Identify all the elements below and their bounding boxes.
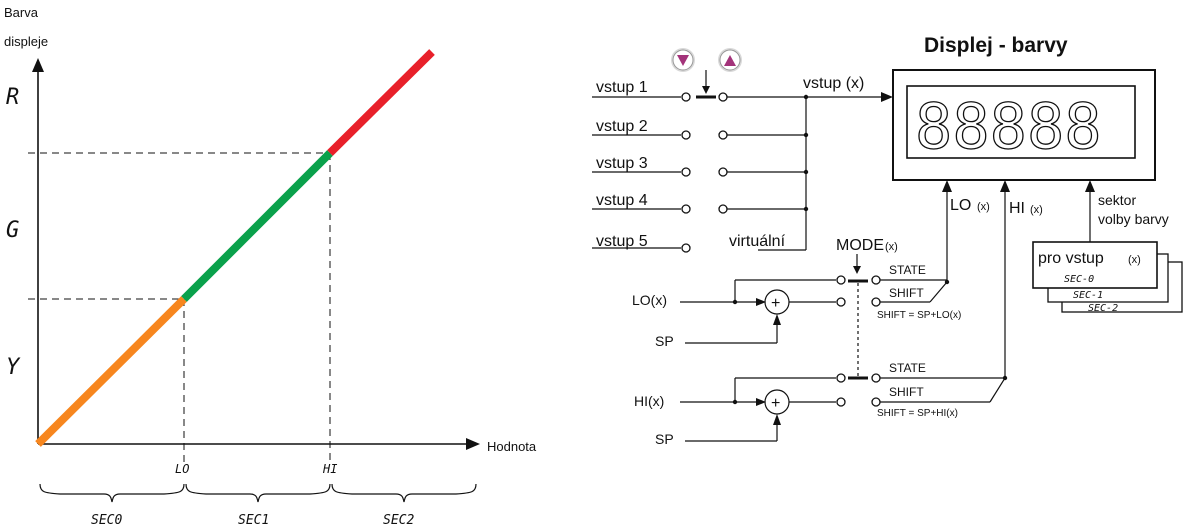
down-button[interactable] [671,48,695,72]
up-arrow-icon [724,55,736,66]
card-sec-0: SEC-0 [1064,274,1094,285]
card-title-sub: (x) [1128,254,1141,266]
display-window [906,85,1136,159]
sector-brace-1 [185,483,331,503]
selector-arrow-head [702,86,710,94]
hi-label: HI [1009,200,1025,217]
x-axis-label: Hodnota [487,439,537,454]
virtual-input-label: virtuální [729,233,786,250]
lo-shift-label: SHIFT [889,286,924,300]
level-y: Y [6,355,21,380]
display-color-diagram: Displej - barvy 88888 vstup 1 vstup 2 vs… [592,34,1183,447]
sector-label-line2: volby barvy [1098,211,1169,227]
hi-shift-eq: SHIFT = SP+HI(x) [877,408,958,419]
lo-sub: (x) [977,201,990,213]
lo-sp-label: SP [655,333,674,349]
lo-label: LO [950,197,971,214]
sector-brace-0 [39,483,185,503]
mode-label: MODE [836,237,884,254]
up-button[interactable] [718,48,742,72]
hi-shift-label: SHIFT [889,385,924,399]
input-5-label: vstup 5 [596,233,648,250]
sector-label-2: SEC2 [383,513,414,528]
x-mark-hi: HI [322,462,337,476]
lo-shift-eq: SHIFT = SP+LO(x) [877,310,961,321]
red-segment [327,49,435,156]
lo-input-label: LO(x) [632,292,667,308]
lo-state-label: STATE [889,263,926,277]
input-x-label: vstup (x) [803,75,864,92]
sector-label-1: SEC1 [238,513,269,528]
card-title: pro vstup [1038,250,1104,267]
diagram-title: Displej - barvy [924,34,1068,57]
sector-brace-2 [331,483,477,503]
input-4-label: vstup 4 [596,192,648,209]
hi-state-label: STATE [889,361,926,375]
input-1-label: vstup 1 [596,79,648,96]
hi-sp-label: SP [655,431,674,447]
level-g: G [6,218,19,243]
y-axis-label-line1: Barva [4,5,39,20]
card-sec-1: SEC-1 [1073,290,1103,301]
x-mark-lo: LO [175,462,189,476]
x-axis-arrow [466,438,480,450]
card-front [1032,241,1158,289]
green-segment [181,150,333,302]
hi-adder-plus: + [771,395,780,412]
down-arrow-icon [677,55,689,66]
hi-input-label: HI(x) [634,393,664,409]
y-axis-label-line2: displeje [4,34,48,49]
sector-label-0: SEC0 [91,513,122,528]
color-vs-value-chart: Barva displeje Hodnota R G Y LO HI SEC0 … [4,5,537,528]
input-2-label: vstup 2 [596,118,648,135]
sector-label-line1: sektor [1098,192,1136,208]
y-axis-arrow [32,58,44,72]
level-r: R [6,85,19,110]
lo-adder-plus: + [771,295,780,312]
orange-segment [35,296,187,447]
card-sec-2: SEC-2 [1088,303,1118,314]
hi-sub: (x) [1030,204,1043,216]
mode-sub: (x) [885,241,898,253]
display-digits: 88888 [915,90,1102,163]
input-3-label: vstup 3 [596,155,648,172]
